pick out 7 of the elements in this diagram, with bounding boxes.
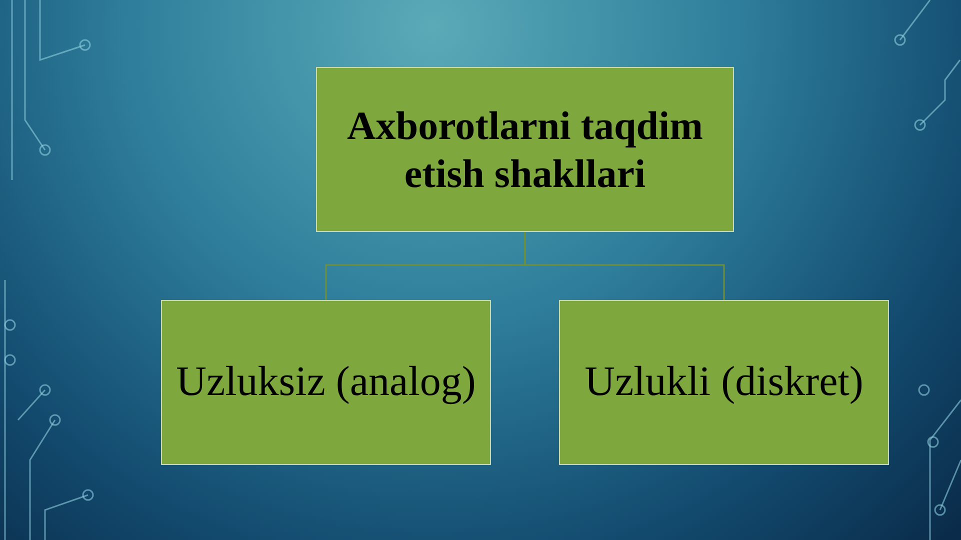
box-label: Uzlukli (diskret): [584, 358, 864, 407]
text-box: [161, 300, 491, 465]
box-label: Uzluksiz (analog): [176, 358, 476, 407]
connector-line: [524, 232, 725, 300]
text-box: [316, 67, 734, 232]
text-box: [559, 300, 889, 465]
box-label: Axborotlarni taqdim etish shakllari: [346, 102, 704, 198]
